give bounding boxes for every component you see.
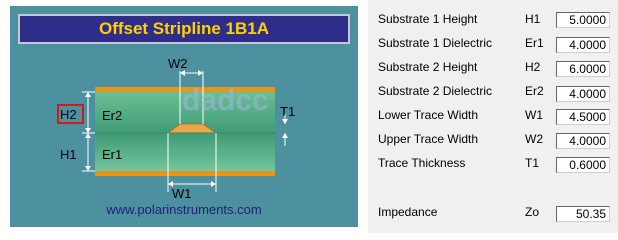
param-label-h2: Substrate 2 Height — [378, 60, 478, 74]
h1-input[interactable] — [556, 12, 610, 28]
param-symbol-h2: H2 — [525, 60, 541, 74]
param-label-er1: Substrate 1 Dielectric — [378, 36, 493, 50]
parameters-panel: Substrate 1 Height H1 Substrate 1 Dielec… — [368, 0, 618, 233]
w1-label: W1 — [172, 186, 192, 201]
param-label-h1: Substrate 1 Height — [378, 12, 478, 26]
dielectric-body — [95, 91, 275, 176]
stackup-drawing: dadcc — [57, 70, 288, 192]
param-symbol-h1: H1 — [525, 12, 541, 26]
param-symbol-w1: W1 — [525, 108, 543, 122]
param-symbol-w2: W2 — [525, 132, 543, 146]
param-symbol-er1: Er1 — [525, 36, 544, 50]
impedance-result[interactable] — [556, 206, 610, 222]
top-ground-plane — [95, 87, 275, 92]
param-label-er2: Substrate 2 Dielectric — [378, 84, 493, 98]
watermark-logo: dadcc — [182, 84, 269, 117]
param-symbol-er2: Er2 — [525, 84, 544, 98]
w1-input[interactable] — [556, 109, 610, 125]
h2-label: H2 — [60, 107, 77, 122]
param-symbol-t1: T1 — [525, 156, 540, 170]
impedance-label: Impedance — [378, 205, 438, 219]
t1-input[interactable] — [556, 157, 610, 173]
stackup-diagram-panel: Offset Stripline 1B1A — [10, 6, 358, 227]
er1-input[interactable] — [556, 37, 610, 53]
w2-arrow-right — [198, 70, 203, 76]
w2-arrow-left — [180, 70, 185, 76]
t1-arrow-top — [282, 119, 288, 124]
footer-url: www.polarinstruments.com — [106, 202, 262, 217]
screenshot-root: Offset Stripline 1B1A — [10, 0, 618, 233]
param-label-w2: Upper Trace Width — [378, 132, 479, 146]
er2-label: Er2 — [102, 108, 123, 123]
h2-highlight-box — [57, 104, 84, 124]
w1-arrow-left — [168, 181, 173, 187]
bottom-ground-plane — [95, 171, 275, 176]
h1-label: H1 — [60, 147, 77, 162]
h2-arrow-bottom — [85, 128, 91, 133]
t1-label: T1 — [280, 104, 296, 119]
w1-arrow-right — [211, 181, 216, 187]
impedance-symbol: Zo — [525, 205, 540, 219]
w2-input[interactable] — [556, 133, 610, 149]
h2-input[interactable] — [556, 61, 610, 77]
er1-label: Er1 — [102, 147, 123, 162]
h1-arrow-top — [85, 133, 91, 138]
w2-label: W2 — [168, 56, 188, 71]
er2-input[interactable] — [556, 86, 610, 102]
h2-arrow-top — [85, 92, 91, 97]
param-label-t1: Trace Thickness — [378, 156, 466, 170]
diagram-title: Offset Stripline 1B1A — [18, 14, 350, 44]
h1-arrow-bottom — [85, 166, 91, 171]
param-label-w1: Lower Trace Width — [378, 108, 479, 122]
t1-arrow-bottom — [282, 133, 288, 138]
